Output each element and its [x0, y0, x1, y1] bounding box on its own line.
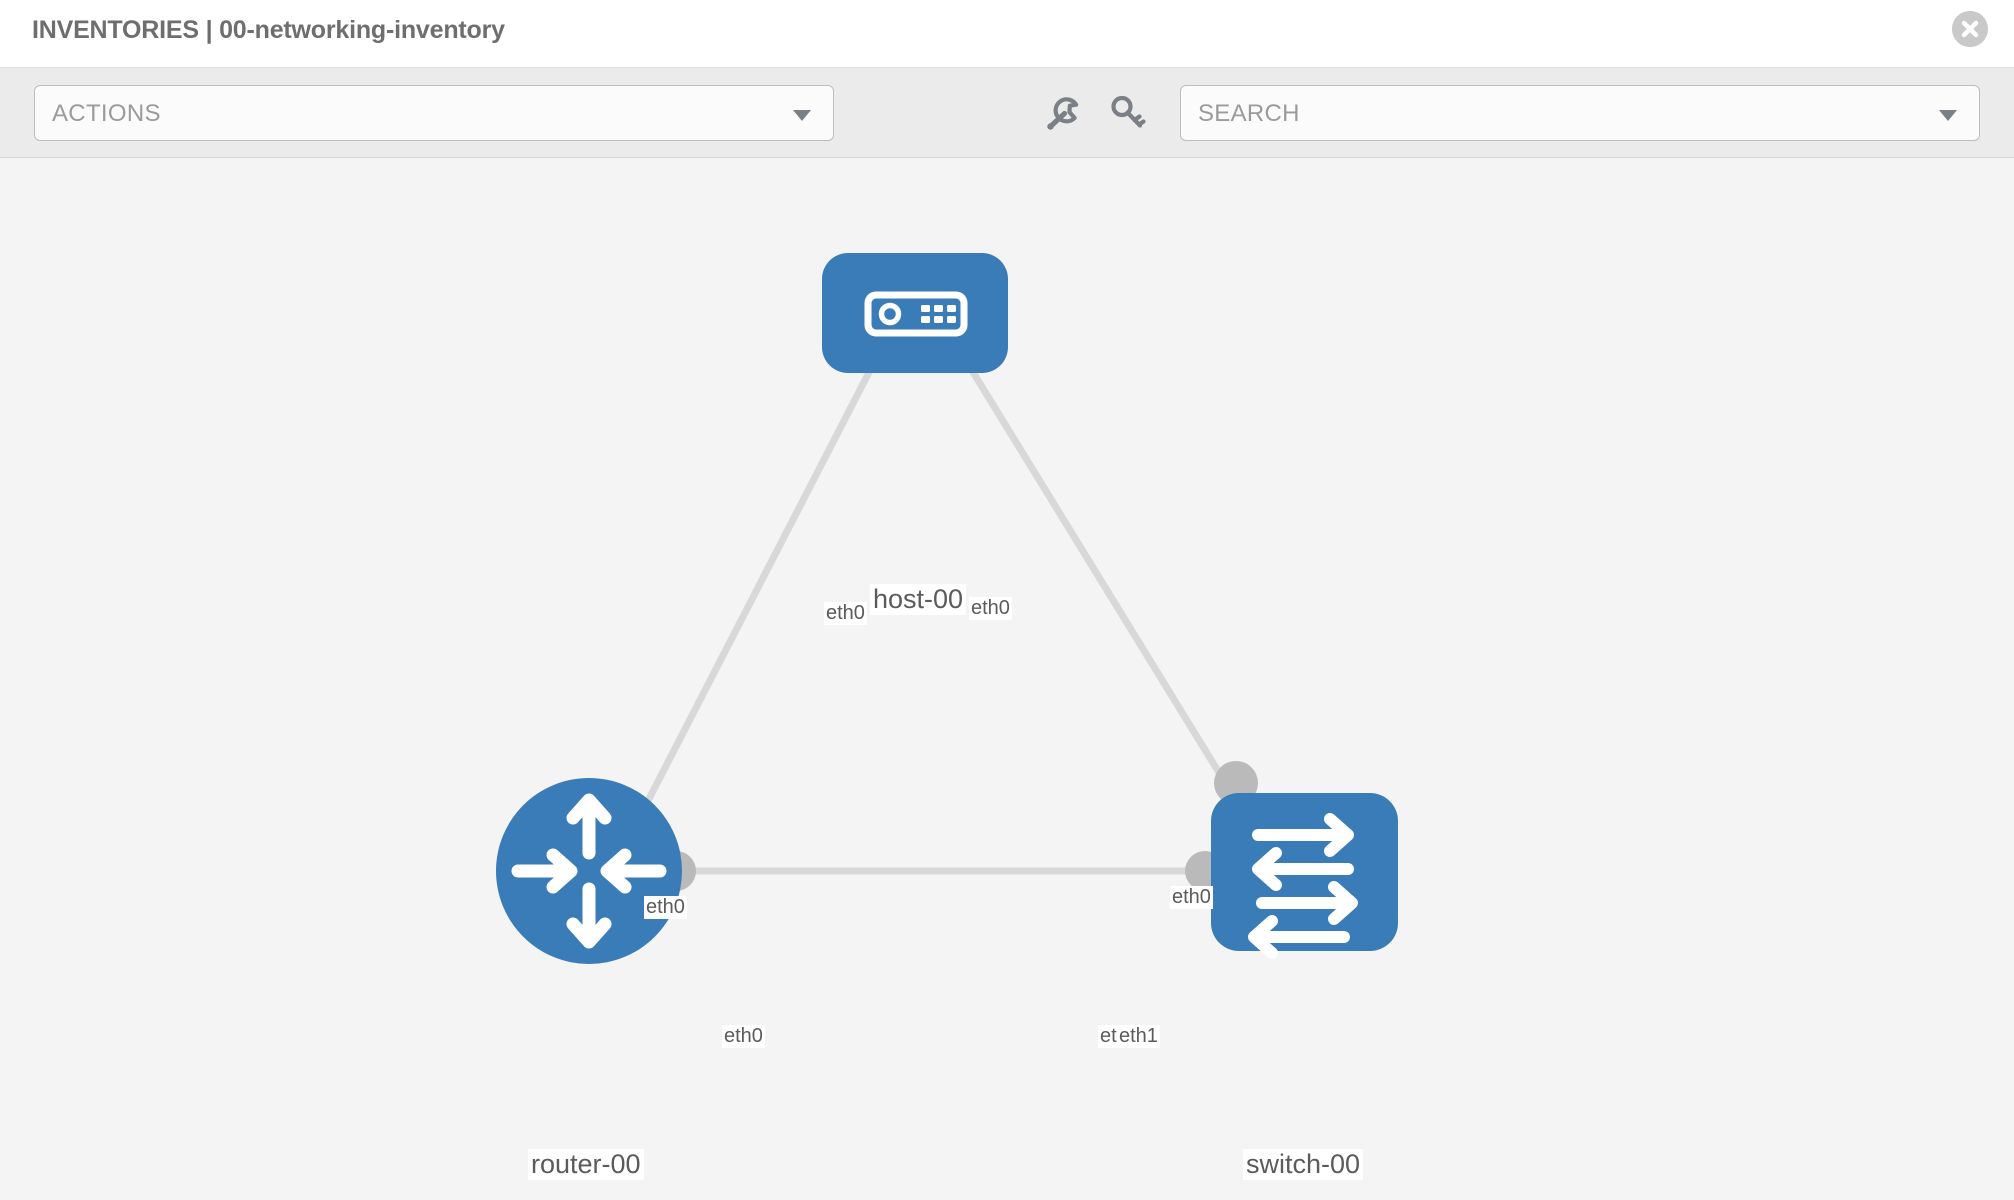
close-icon[interactable]: [1952, 11, 1988, 47]
node-label-host-00: host-00: [870, 584, 967, 615]
topology-canvas[interactable]: eth0 eth0 eth0 eth0 eth0 eth0 eth1 host-…: [0, 159, 2014, 1200]
chevron-down-icon[interactable]: [1939, 110, 1957, 121]
chevron-down-icon: [793, 110, 811, 121]
interface-label: eth0: [722, 1025, 765, 1048]
interface-label: eth0: [644, 896, 687, 919]
actions-dropdown[interactable]: ACTIONS: [34, 85, 834, 141]
wrench-icon[interactable]: [1040, 90, 1086, 136]
actions-dropdown-label: ACTIONS: [52, 100, 161, 127]
node-router-00[interactable]: [496, 778, 682, 964]
key-icon[interactable]: [1105, 90, 1151, 136]
interface-label: eth0: [969, 597, 1012, 620]
node-label-switch-00: switch-00: [1243, 1149, 1364, 1180]
interface-label: eth0: [824, 602, 867, 625]
interface-label: eth0: [1170, 886, 1213, 909]
interface-label: eth1: [1117, 1025, 1160, 1048]
toolbar: ACTIONS SEARCH: [0, 68, 2014, 158]
search-placeholder: SEARCH: [1198, 100, 1300, 127]
node-host-00[interactable]: [822, 253, 1008, 373]
node-switch-00[interactable]: [1211, 793, 1398, 959]
link-host-router: [614, 349, 884, 861]
topology-graph: [496, 253, 1398, 964]
search-input[interactable]: SEARCH: [1180, 85, 1980, 141]
page-title: INVENTORIES | 00-networking-inventory: [32, 16, 505, 44]
page-header: INVENTORIES | 00-networking-inventory: [0, 0, 2014, 68]
node-label-router-00: router-00: [528, 1149, 644, 1180]
